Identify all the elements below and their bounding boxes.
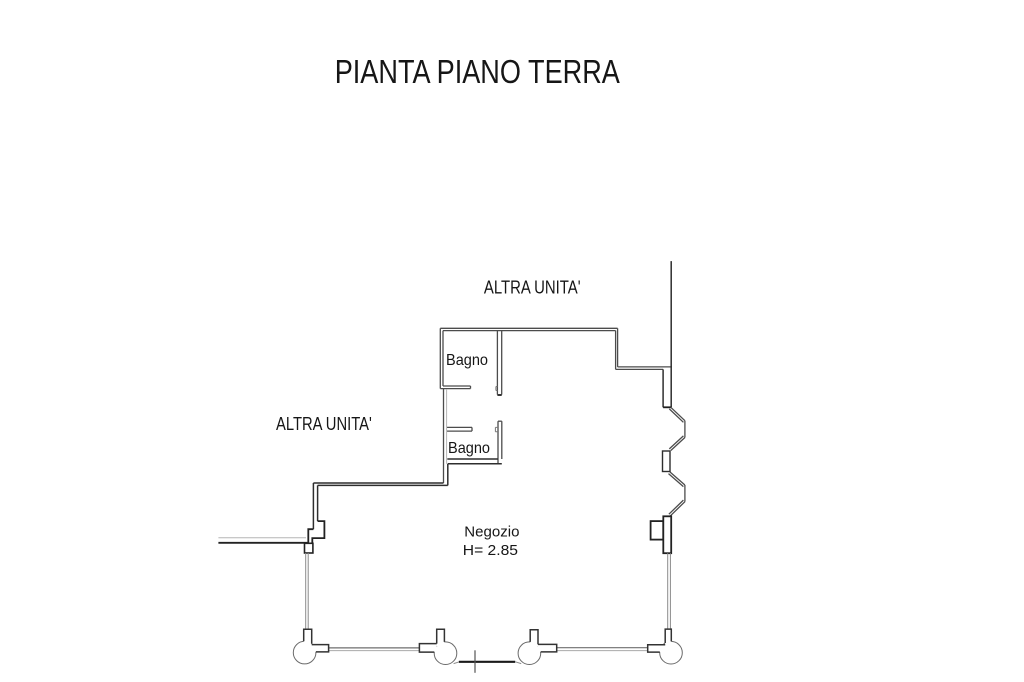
svg-text:Bagno: Bagno xyxy=(446,352,488,369)
svg-text:ALTRA UNITA': ALTRA UNITA' xyxy=(276,414,372,434)
svg-text:ALTRA UNITA': ALTRA UNITA' xyxy=(484,278,581,298)
svg-text:Negozio: Negozio xyxy=(464,524,519,541)
svg-text:Bagno: Bagno xyxy=(448,440,490,457)
svg-text:PIANTA PIANO TERRA: PIANTA PIANO TERRA xyxy=(335,53,620,90)
svg-text:H= 2.85: H= 2.85 xyxy=(463,542,518,559)
